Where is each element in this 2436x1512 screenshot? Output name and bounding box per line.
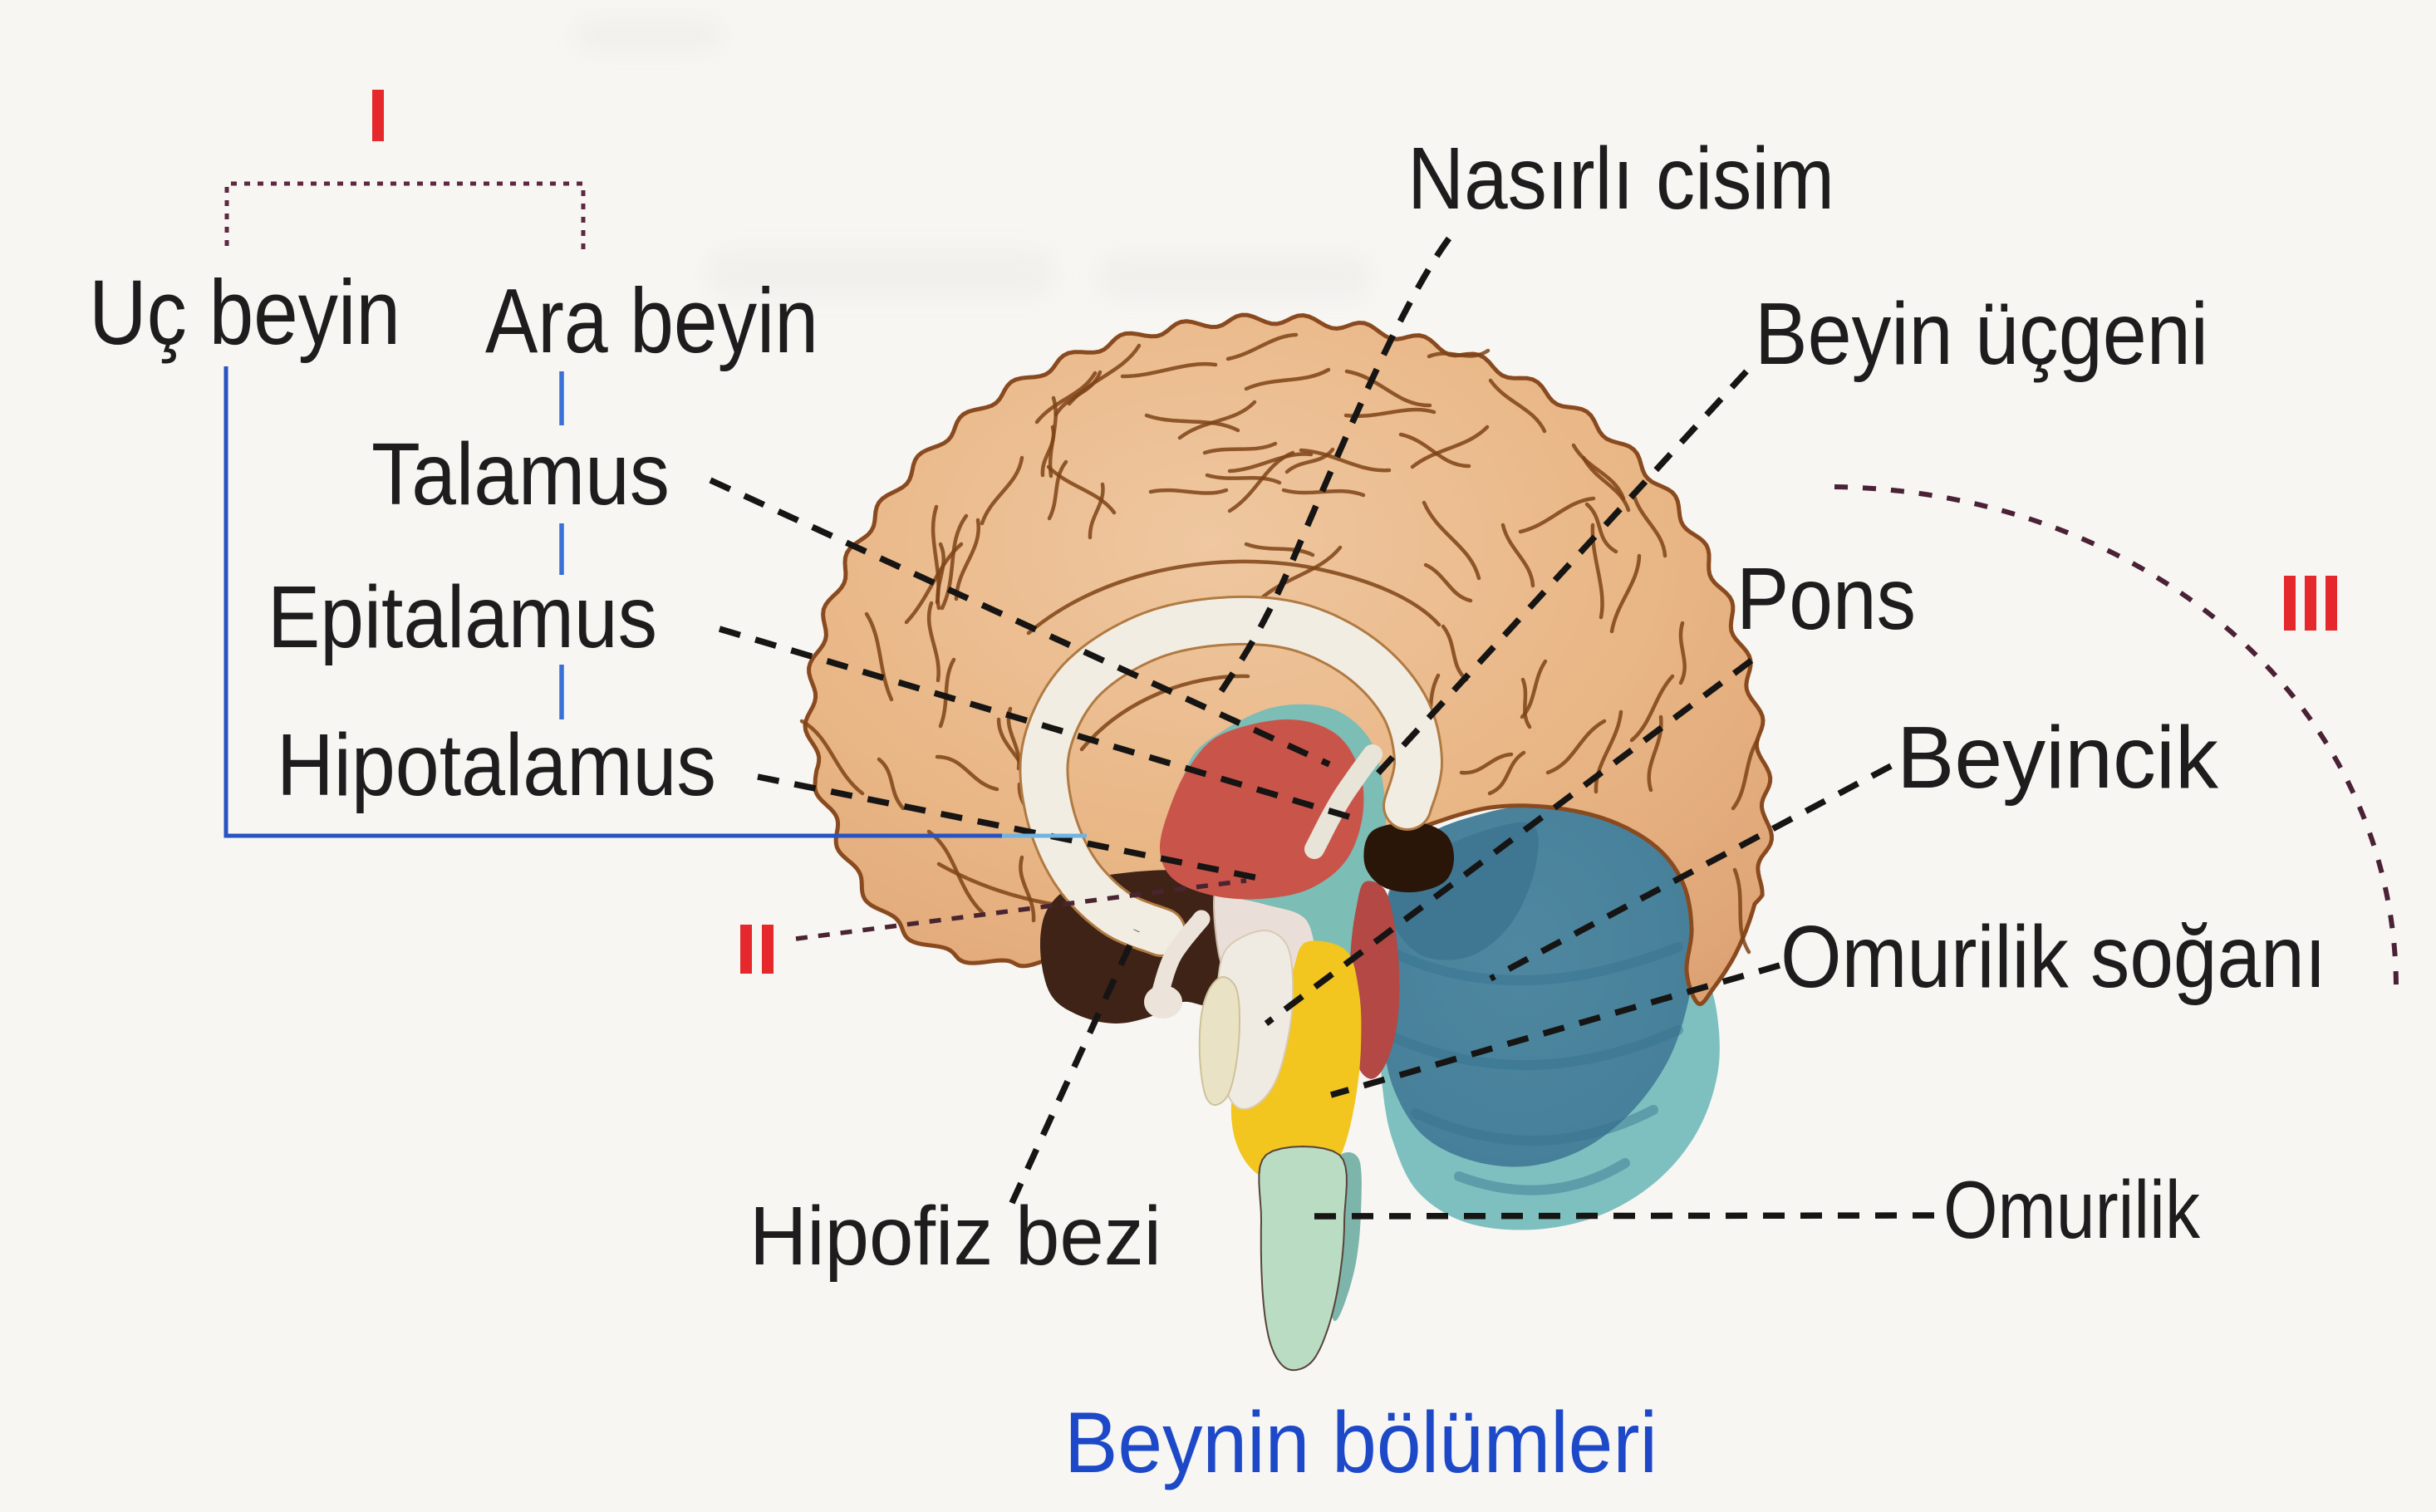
svg-text:Hipotalamus: Hipotalamus bbox=[277, 716, 716, 814]
svg-text:Beyin üçgeni: Beyin üçgeni bbox=[1755, 285, 2208, 383]
svg-text:Beynin bölümleri: Beynin bölümleri bbox=[1064, 1395, 1658, 1491]
svg-text:Pons: Pons bbox=[1736, 550, 1916, 648]
svg-text:Epitalamus: Epitalamus bbox=[268, 568, 657, 666]
svg-text:Omurilik soğanı: Omurilik soğanı bbox=[1780, 908, 2326, 1006]
svg-text:Beyincik: Beyincik bbox=[1897, 709, 2219, 807]
svg-text:Ara beyin: Ara beyin bbox=[485, 270, 818, 372]
svg-text:Talamus: Talamus bbox=[371, 425, 670, 523]
svg-text:Nasırlı cisim: Nasırlı cisim bbox=[1407, 130, 1834, 228]
svg-text:Hipofiz bezi: Hipofiz bezi bbox=[749, 1190, 1162, 1283]
svg-text:Uç beyin: Uç beyin bbox=[89, 262, 400, 364]
svg-text:Omurilik: Omurilik bbox=[1943, 1164, 2201, 1255]
